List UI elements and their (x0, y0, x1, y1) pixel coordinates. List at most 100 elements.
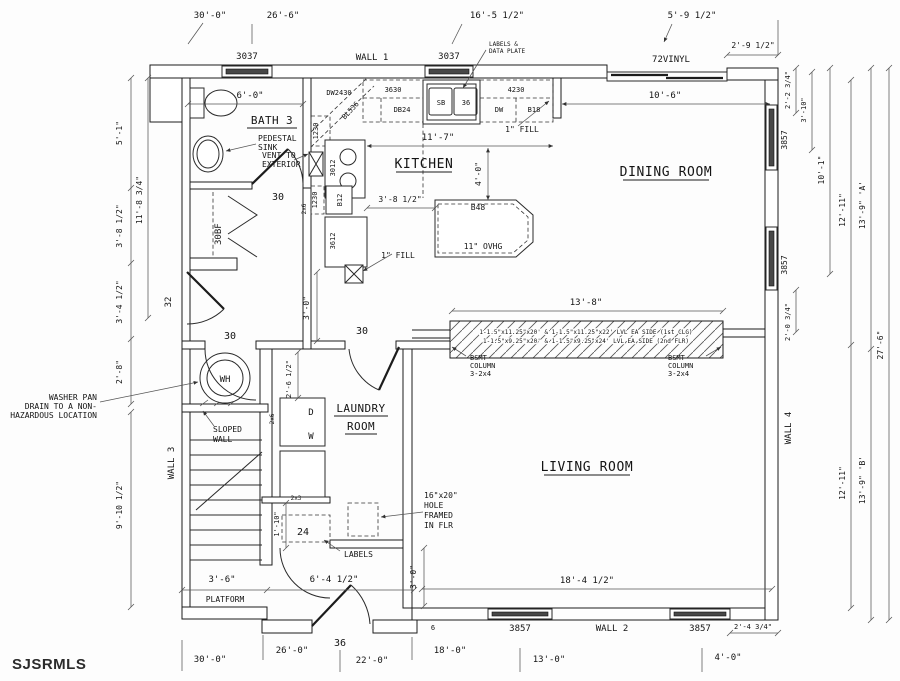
dim-top-26-6: 26'-6" (267, 11, 300, 21)
wall4-label: WALL 4 (784, 412, 794, 445)
text-layer: 30'-0" 26'-6" 16'-5 1/2" 5'-9 1/2" 2'-9 … (10, 11, 885, 673)
cab-b18: B18 (528, 106, 541, 114)
labels-data-plate-2: DATA PLATE (489, 48, 526, 55)
dim-right-12-11-b: 12'-11" (838, 466, 847, 500)
cabinet-b12 (325, 185, 353, 215)
pedestal-sink (192, 135, 224, 173)
door-label-30-hall-b: 30 (356, 326, 368, 337)
dim-bottom-22-0: 22'-0" (356, 656, 389, 666)
doors-layer (186, 148, 400, 627)
washer-label: W (308, 432, 314, 442)
dimension-lines (127, 20, 893, 672)
wall2-label: WALL 2 (596, 624, 629, 634)
labels-data-plate-1: LABELS & (489, 41, 518, 48)
door-label-30-hall-a: 30 (224, 331, 236, 342)
dim-3-0-hall: 3'-0" (302, 296, 311, 320)
dim-right-2-0: 2'-0 3/4" (784, 303, 792, 341)
cab-3012: 3012 (329, 160, 337, 177)
room-label-kitchen: KITCHEN (395, 157, 454, 172)
platform-label: PLATFORM (206, 595, 245, 604)
dim-6-4: 6'-4 1/2" (310, 575, 359, 585)
washer-dryer (279, 397, 326, 447)
beam-band (412, 320, 765, 359)
hole-note-3: FRAMED (424, 511, 453, 520)
stairs (190, 439, 263, 561)
island-b48 (434, 199, 534, 258)
washer-pan-note-2: DRAIN TO A NON- (25, 402, 97, 411)
bsmt-right-3: 3-2x4 (668, 370, 689, 378)
floor-hole (347, 502, 379, 537)
dim-left-2-8: 2'-8" (115, 360, 124, 384)
room-label-laundry-1: LAUNDRY (336, 402, 385, 415)
dim-right-3-10: 3'-10" (800, 97, 808, 122)
dim-right-13-9b: 13'-9" 'B' (858, 456, 867, 504)
dim-left-11-8: 11'-8 3/4" (135, 176, 144, 224)
dim-4-0-kitchen: 4'-0" (474, 162, 483, 186)
dim-10-6: 10'-6" (649, 91, 682, 101)
washer-pan-note-3: HAZARDOUS LOCATION (10, 411, 97, 420)
washer-pan-note-1: WASHER PAN (49, 393, 97, 402)
window-label-3857-b: 3857 (780, 255, 789, 274)
dim-right-27-6: 27'-6" (876, 331, 885, 360)
window-label-3037-b: 3037 (438, 52, 460, 62)
dim-bottom-4-0: 4'-0" (714, 653, 741, 663)
cab-1230-a: 1230 (312, 123, 320, 140)
hole-note-2: HOLE (424, 501, 443, 510)
cab-bl536: BL536 (340, 100, 360, 121)
dim-right-2-2: 2'-2 3/4" (784, 71, 792, 109)
bsmt-left-3: 3-2x4 (470, 370, 491, 378)
stud-2x3: 2x3 (291, 495, 302, 502)
fill-label-1: 1" FILL (505, 125, 539, 134)
bifold-door (227, 195, 258, 258)
window-label-3857-c: 3857 (509, 624, 531, 634)
dim-bottom-13-0: 13'-0" (533, 655, 566, 665)
beam-spec-1: 1-1.5"x11.25"x20' & 1-1.5"x11.25"x22' LV… (479, 329, 692, 336)
dim-left-3-8: 3'-8 1/2" (115, 204, 124, 247)
cab-3612: 3612 (329, 233, 337, 250)
pedestal-sink-label-2: SINK (258, 143, 277, 152)
room-label-dining: DINING ROOM (620, 165, 713, 180)
beam-spec-2: 1-1.5"x9.25"x20' & 1-1.5"x9.25"x24' LVL … (483, 338, 689, 345)
bsmt-right-2: COLUMN (668, 362, 693, 370)
cab-dw2430: DW2430 (326, 89, 351, 97)
cab-db24: DB24 (394, 106, 411, 114)
door-label-32: 32 (164, 297, 174, 308)
dim-3-8-kitchen: 3'-8 1/2" (378, 195, 421, 204)
window-label-3857-a: 3857 (780, 130, 789, 149)
cab-36: 36 (462, 99, 470, 107)
bsmt-right-1: BSMT (668, 354, 686, 362)
dim-left-5-1: 5'-1" (115, 121, 124, 145)
laundry-tub (279, 450, 326, 498)
dim-2-6: 2'-6 1/2" (285, 360, 293, 398)
water-heater-label: WH (220, 375, 231, 385)
cabinet-3612 (324, 216, 368, 268)
cab-dw: DW (495, 106, 504, 114)
cabinet-24 (281, 514, 331, 543)
room-label-living: LIVING ROOM (541, 460, 634, 475)
bsmt-left-1: BSMT (470, 354, 488, 362)
door-label-30bf: 30BF (214, 223, 224, 245)
toilet-tank (189, 87, 205, 119)
dryer-label: D (308, 408, 313, 418)
dim-right-10-1: 10'-1" (817, 156, 826, 185)
fixtures-layer (189, 77, 554, 561)
dim-bath-6-0: 6'-0" (236, 91, 263, 101)
dim-3-0-entry: 3'-0" (409, 565, 418, 589)
sloped-wall-2: WALL (213, 435, 232, 444)
dim-11-7: 11'-7" (422, 133, 455, 143)
dim-2-4: 2'-4 3/4" (734, 623, 772, 631)
island-ovhg-label: 11" OVHG (464, 242, 503, 251)
hole-note-4: IN FLR (424, 521, 453, 530)
door-label-36: 36 (334, 638, 346, 649)
dim-top-30-0: 30'-0" (194, 11, 227, 21)
dim-right-12-11-a: 12'-11" (838, 193, 847, 227)
vent-label-2: EXTERIOR (262, 160, 301, 169)
toilet-bowl (204, 89, 238, 117)
windows-layer (221, 65, 778, 620)
dim-3-6: 3'-6" (208, 575, 235, 585)
window-label-3857-d: 3857 (689, 624, 711, 634)
dim-top-2-9: 2'-9 1/2" (731, 41, 774, 50)
dim-13-8: 13'-8" (570, 298, 603, 308)
window-label-72vinyl: 72VINYL (652, 55, 690, 65)
